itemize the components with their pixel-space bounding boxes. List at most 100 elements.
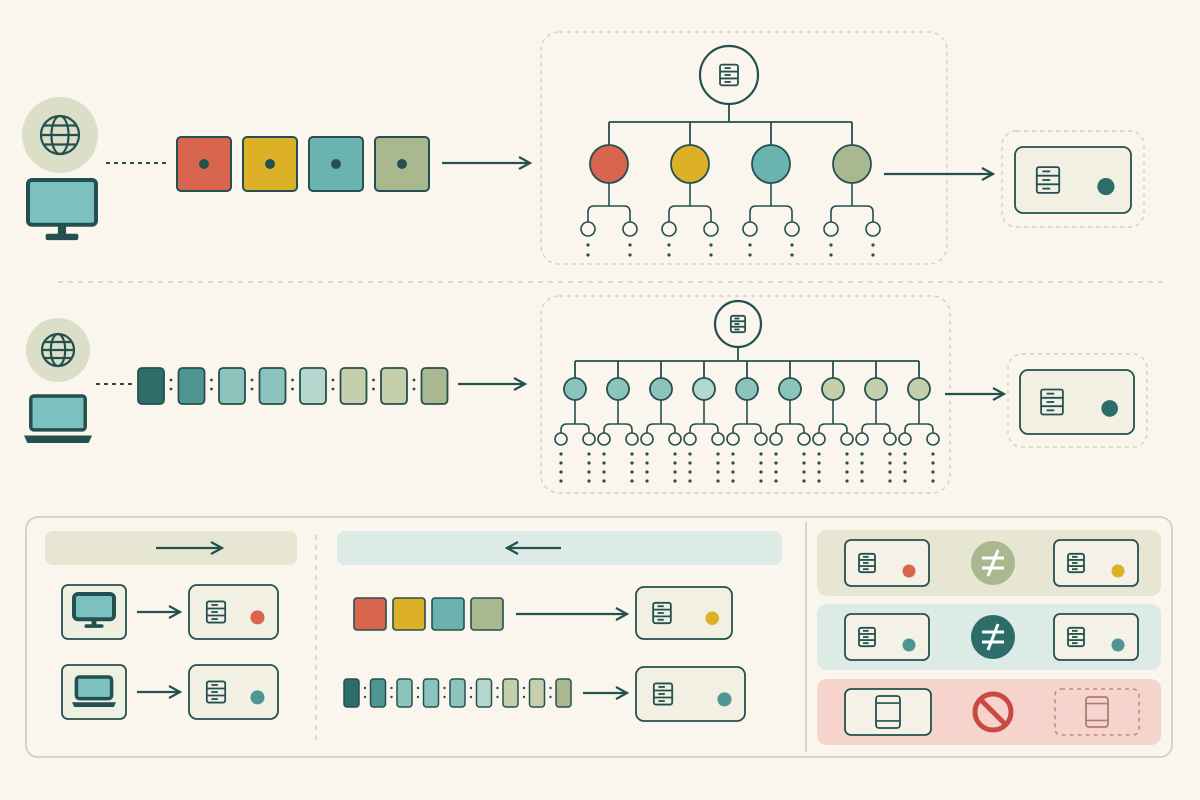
packet-separator [331, 387, 335, 391]
server-icon [719, 63, 739, 87]
packet-separator [412, 378, 416, 382]
continuation-dot [759, 470, 763, 474]
branch-node [580, 122, 638, 257]
continuation-dot [903, 452, 907, 456]
data-packet [242, 136, 298, 192]
continuation-dot [817, 461, 821, 465]
status-dot [902, 638, 916, 652]
branch-node [898, 361, 940, 483]
continuation-dot [688, 479, 692, 483]
packet-separator [372, 378, 375, 382]
data-packet [528, 678, 546, 708]
destination-frame [1001, 130, 1145, 228]
continuation-dot [559, 461, 563, 465]
continuation-dot [888, 479, 892, 483]
leaf-node [554, 432, 568, 446]
packet-separator [443, 686, 446, 690]
data-packet [343, 678, 360, 708]
packet-separator [496, 686, 499, 690]
continuation-dot [802, 479, 806, 483]
packet-separator [169, 387, 173, 391]
continuation-dot [645, 452, 649, 456]
continuation-dot [774, 470, 778, 474]
continuation-dot [688, 461, 692, 465]
packet-separator [210, 387, 213, 391]
server-icon [205, 600, 227, 624]
data-packet [420, 367, 449, 405]
continuation-dot [931, 452, 935, 456]
globe-icon [22, 97, 98, 173]
branch-node [812, 361, 854, 483]
leaf-node [742, 221, 758, 237]
device-card [844, 688, 932, 736]
server-icon [1067, 626, 1085, 648]
continuation-dot [688, 452, 692, 456]
continuation-dot [774, 452, 778, 456]
data-packet [396, 678, 413, 708]
continuation-dot [628, 253, 632, 257]
destination-server-card [188, 584, 279, 640]
leaf-node [926, 432, 940, 446]
status-dot [250, 610, 265, 625]
continuation-dot [888, 470, 892, 474]
comparison-forbidden-2 [817, 679, 1161, 745]
continuation-dot [871, 253, 875, 257]
packet-separator [496, 695, 499, 699]
continuation-dot [731, 479, 735, 483]
continuation-dot [628, 243, 632, 247]
leaf-node [865, 221, 881, 237]
packet-separator [390, 695, 393, 699]
continuation-dot [759, 479, 763, 483]
destination-server-laptop [1019, 369, 1135, 435]
continuation-dot [587, 452, 591, 456]
continuation-dot [731, 461, 735, 465]
leaf-node [622, 221, 638, 237]
continuation-dot [888, 452, 892, 456]
continuation-dot [845, 452, 849, 456]
packet-separator [522, 695, 526, 699]
packet-separator [291, 378, 294, 382]
continuation-dot [748, 243, 752, 247]
arrow-right-icon [458, 377, 528, 391]
packet-separator [363, 686, 367, 690]
continuation-dot [602, 470, 606, 474]
comparison-not-equal-1 [817, 604, 1161, 670]
continuation-dot [716, 470, 720, 474]
server-icon [729, 314, 747, 334]
continuation-dot [903, 479, 907, 483]
routing-tree-desktop [540, 31, 948, 265]
continuation-dot [817, 452, 821, 456]
device-card [1053, 613, 1139, 661]
continuation-dot [559, 452, 563, 456]
destination-server-desktop [1014, 146, 1132, 214]
packet-separator [522, 686, 526, 690]
arrow-right-icon [137, 605, 183, 619]
continuation-dot [630, 461, 634, 465]
branch-node [683, 361, 725, 483]
status-dot [1111, 564, 1125, 578]
leaf-node [683, 432, 697, 446]
continuation-dot [802, 461, 806, 465]
server-icon [858, 552, 876, 574]
leaf-node [823, 221, 839, 237]
packet-separator [169, 378, 173, 382]
device-icon [1085, 696, 1109, 728]
branch-node [640, 361, 682, 483]
continuation-dot [860, 470, 864, 474]
continuation-dot [931, 470, 935, 474]
continuation-dot [673, 470, 677, 474]
legend-panel [25, 516, 1173, 758]
continuation-dot [673, 452, 677, 456]
prohibited-icon [972, 691, 1014, 733]
continuation-dot [829, 253, 833, 257]
status-dot [250, 690, 265, 705]
device-card [844, 613, 930, 661]
arrow-right-icon [156, 541, 225, 555]
data-packet [374, 136, 430, 192]
continuation-dot [645, 479, 649, 483]
data-packet [353, 597, 387, 631]
globe-icon [26, 318, 90, 382]
branch-node [597, 361, 639, 483]
leaf-node [661, 221, 677, 237]
leaf-node [769, 432, 783, 446]
